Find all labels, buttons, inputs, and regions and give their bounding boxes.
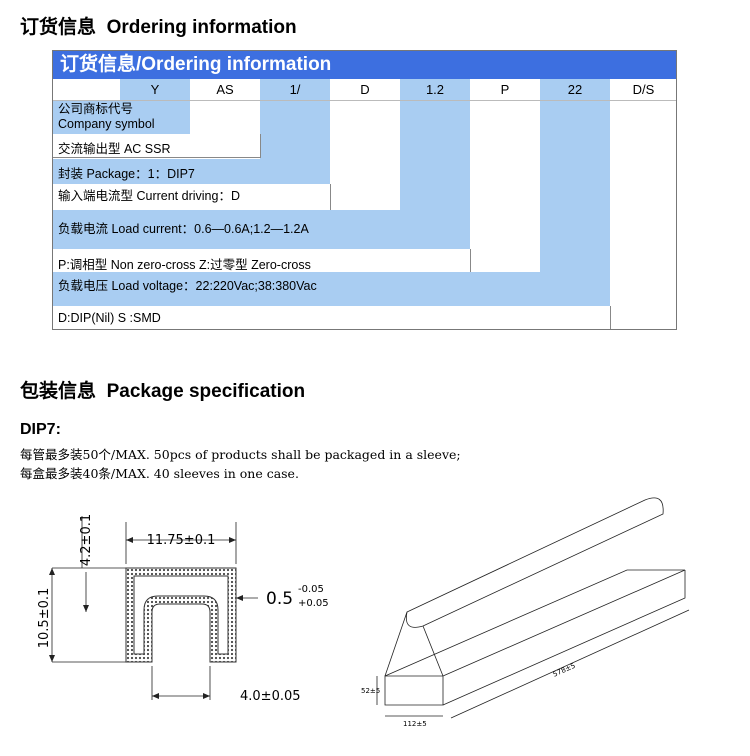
code-pkg: 1/	[260, 79, 330, 100]
dip-title: DIP7:	[20, 421, 61, 438]
divider	[610, 306, 611, 330]
divider	[330, 184, 331, 210]
divider	[52, 157, 260, 158]
sleeve-cross-section: 11.75±0.1 4.2±0.1 10.5±0.1 0.5 -0.05 +0.…	[37, 514, 329, 704]
block-company	[52, 100, 190, 134]
code-ds: D/S	[632, 82, 655, 97]
row-package: 封装 Package：1：DIP7	[58, 167, 195, 181]
pack-line-1: 每管最多装50个/MAX. 50pcs of products shall be…	[20, 447, 461, 462]
dim-width: 11.75±0.1	[147, 533, 216, 548]
ordering-banner: 订货信息/Ordering information	[52, 50, 677, 79]
row-company: 公司商标代号 Company symbol	[58, 102, 155, 132]
divider	[470, 249, 471, 272]
dim-wall-tol-top: -0.05	[298, 584, 324, 595]
dim-box-length: 578±5	[552, 662, 577, 679]
block-package	[52, 159, 330, 184]
code-p: P	[500, 82, 510, 97]
row-company-cn: 公司商标代号	[58, 102, 134, 116]
ordering-heading-cn: 订货信息	[20, 16, 97, 38]
block-voltage-col	[540, 100, 610, 306]
code-current: 1.2	[400, 79, 470, 100]
row-load-current: 负载电流 Load current：0.6—0.6A;1.2—1.2A	[58, 222, 309, 236]
dim-wall-tol-bot: +0.05	[298, 598, 329, 609]
code-voltage: 22	[540, 79, 610, 100]
row-dip-smd: D:DIP(Nil) S :SMD	[58, 311, 161, 325]
dim-wall: 0.5	[266, 589, 293, 609]
ordering-heading-en: Ordering information	[106, 17, 297, 38]
package-heading-en: Package specification	[106, 381, 306, 402]
code-as: AS	[216, 82, 234, 97]
dim-gap: 4.0±0.05	[240, 689, 301, 704]
divider	[52, 100, 677, 101]
block-current	[52, 210, 470, 249]
row-ac-ssr: 交流输出型 AC SSR	[58, 142, 171, 156]
row-company-en: Company symbol	[58, 117, 155, 131]
dim-box-width: 112±5	[403, 720, 427, 728]
dim-height: 10.5±0.1	[37, 588, 52, 649]
dim-top: 4.2±0.1	[79, 514, 94, 566]
code-d: D	[360, 82, 370, 97]
packing-box: 578±5 52±5 112±5	[361, 497, 690, 728]
ordering-heading: 订货信息 Ordering information	[20, 12, 297, 39]
block-voltage	[52, 272, 610, 306]
row-load-voltage: 负载电压 Load voltage：22:220Vac;38:380Vac	[58, 279, 317, 293]
package-heading: 包装信息 Package specification	[20, 376, 305, 403]
divider	[260, 134, 261, 158]
dim-box-height: 52±5	[361, 687, 380, 695]
ordering-table: 订货信息/Ordering information Y AS 1/ D 1.2 …	[52, 50, 677, 330]
code-y: Y	[120, 79, 190, 100]
row-zero-cross: P:调相型 Non zero-cross Z:过零型 Zero-cross	[58, 258, 311, 272]
pack-line-2: 每盒最多装40条/MAX. 40 sleeves in one case.	[20, 466, 299, 481]
package-heading-cn: 包装信息	[20, 380, 97, 402]
row-current-driving: 输入端电流型 Current driving：D	[58, 189, 240, 203]
sleeve-profile	[125, 567, 237, 663]
